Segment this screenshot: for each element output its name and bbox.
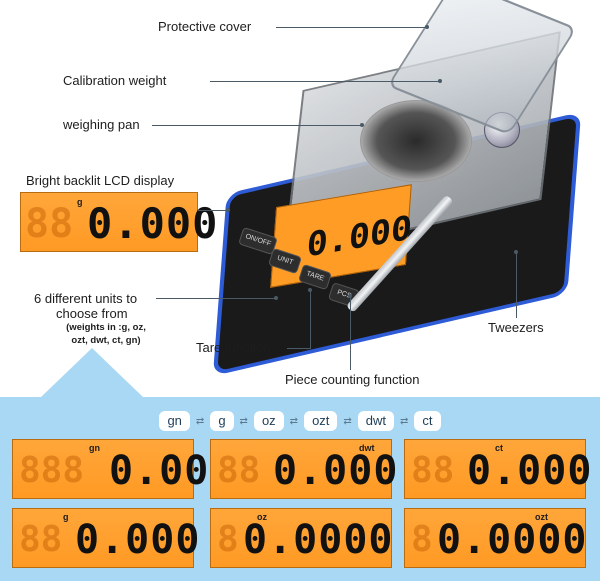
leader-dot (308, 288, 312, 292)
hero-lcd: 88 g 0.000 (20, 192, 217, 252)
swap-icon: ⇄ (239, 415, 248, 427)
lcd-reading: 0.0000 (243, 517, 394, 563)
callout-weighing-pan: weighing pan (63, 117, 140, 132)
leader-line (156, 298, 276, 299)
callout-lcd-display: Bright backlit LCD display (26, 173, 175, 188)
lcd-ghost-digits: 88 (25, 201, 74, 247)
lcd-ghost-digits: 8 (217, 519, 239, 560)
callout-units-line2: choose from (56, 306, 128, 321)
lcd-ghost-digits: 88 (411, 450, 455, 491)
callout-piece-counting: Piece counting function (285, 372, 420, 387)
callout-tare: Tare function (196, 340, 271, 355)
lcd-reading: 0.0000 (437, 517, 588, 563)
unit-pill-gn: gn (159, 411, 190, 431)
lcd-gn: 888 gn 0.00 (12, 439, 208, 499)
lcd-ghost-digits: 88 (217, 450, 261, 491)
callout-tweezers: Tweezers (488, 320, 544, 335)
lcd-unit: ozt (535, 512, 548, 522)
leader-dot (360, 123, 364, 127)
swap-icon: ⇄ (195, 415, 205, 427)
lcd-reading: 0.000 (87, 199, 219, 248)
lcd-reading: 0.00 (109, 448, 210, 494)
lcd-reading: 0.000 (467, 448, 593, 494)
leader-line (516, 252, 517, 318)
band-pointer (40, 348, 144, 398)
swap-icon: ⇄ (343, 415, 352, 427)
leader-dot (226, 208, 230, 212)
leader-dot (348, 294, 352, 298)
unit-pill-ct: ct (414, 411, 441, 431)
lcd-reading: 0.000 (75, 517, 201, 563)
unit-pill-ozt: ozt (304, 411, 338, 431)
callout-protective-cover: Protective cover (158, 19, 252, 34)
leader-dot (438, 79, 442, 83)
lcd-ozt: 8 ozt 0.0000 (404, 508, 588, 568)
leader-line (210, 81, 440, 82)
leader-line (198, 210, 228, 211)
callout-units-line1: 6 different units to (34, 291, 138, 306)
lcd-unit: dwt (359, 443, 375, 453)
unit-chain: gn ⇄ g ⇄ oz ⇄ ozt ⇄ dwt ⇄ ct (0, 410, 600, 432)
leader-line (310, 290, 311, 348)
lcd-unit: oz (257, 512, 267, 522)
lcd-reading: 0.000 (273, 448, 399, 494)
units-note-line2: ozt, dwt, ct, gn) (71, 335, 141, 346)
lcd-unit: gn (89, 443, 100, 453)
leader-line (152, 125, 362, 126)
lcd-dwt: 88 dwt 0.000 (210, 439, 397, 499)
weighing-pan (360, 100, 472, 182)
unit-pill-oz: oz (253, 411, 284, 431)
units-note-line1: (weights in :g, oz, (66, 322, 146, 333)
lcd-g: 88 g 0.000 (12, 508, 199, 568)
leader-line (350, 296, 351, 370)
lcd-unit: ct (495, 443, 504, 453)
leader-line (276, 27, 426, 28)
lcd-oz: 8 oz 0.0000 (210, 508, 394, 568)
lcd-ghost-digits: 8 (411, 519, 433, 560)
lcd-ghost-digits: 888 (19, 450, 85, 491)
lcd-unit: g (77, 197, 83, 207)
swap-icon: ⇄ (400, 415, 409, 427)
callout-calibration-weight: Calibration weight (63, 73, 167, 88)
leader-line (287, 348, 311, 349)
lcd-ghost-digits: 88 (19, 519, 63, 560)
unit-pill-g: g (210, 411, 234, 431)
leader-dot (274, 296, 278, 300)
swap-icon: ⇄ (289, 415, 299, 427)
lcd-unit: g (63, 512, 69, 522)
leader-dot (514, 250, 518, 254)
unit-pill-dwt: dwt (357, 411, 395, 431)
leader-dot (425, 25, 429, 29)
lcd-ct: 88 ct 0.000 (404, 439, 591, 499)
